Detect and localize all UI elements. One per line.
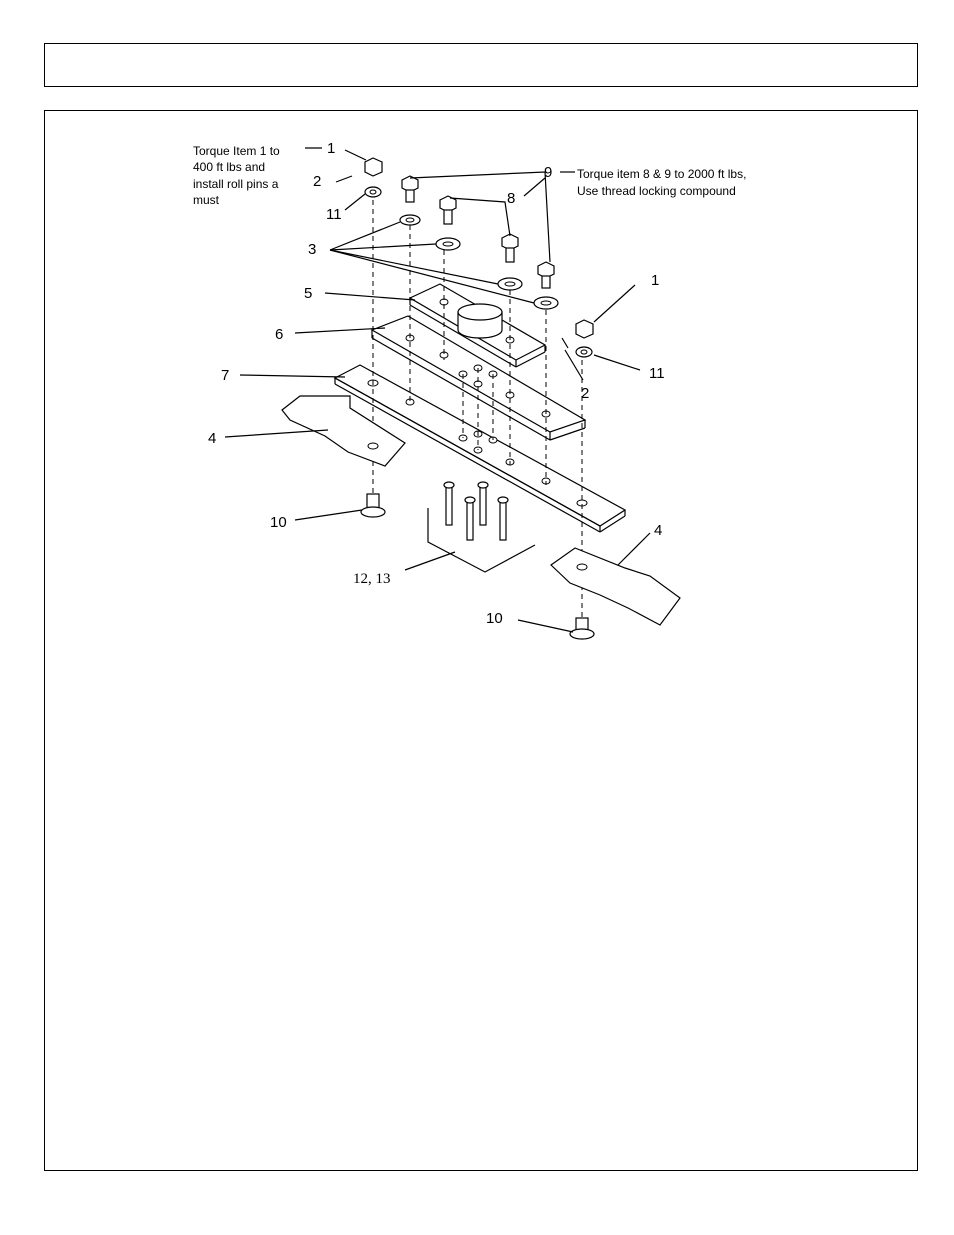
callout-2-right: 2 (581, 385, 589, 402)
callout-10-left: 10 (270, 514, 287, 531)
note-item8-9-line1: Torque item 8 & 9 to 2000 ft lbs, (577, 167, 746, 181)
header-box (44, 43, 918, 87)
washers-3 (399, 214, 559, 310)
note-item1-line1: Torque Item 1 to (193, 144, 280, 158)
blade-right (550, 547, 681, 626)
callout-7: 7 (221, 367, 229, 384)
content-box (44, 110, 918, 1171)
callout-12-13: 12, 13 (353, 571, 391, 587)
blade-bolt-10-left (360, 493, 386, 518)
note-item1-line2: 400 ft lbs and (193, 160, 265, 174)
callout-8: 8 (507, 190, 515, 207)
callout-6: 6 (275, 326, 283, 343)
leader-lines (224, 147, 651, 633)
hub-cylinder (457, 303, 503, 339)
note-item1-line4: must (193, 193, 220, 207)
nut-1-left (364, 157, 383, 198)
callout-11-right: 11 (649, 365, 665, 382)
callout-9: 9 (544, 164, 552, 181)
note-item1-line3: install roll pins a (193, 177, 279, 191)
note-item8-9-line2: Use thread locking compound (577, 184, 736, 198)
blade-bolt-10-right (569, 617, 595, 640)
callout-5: 5 (304, 285, 312, 302)
small-bolts-12-13 (443, 481, 509, 541)
blade-left (281, 395, 406, 467)
callout-3: 3 (308, 241, 316, 258)
callout-10-right: 10 (486, 610, 503, 627)
callout-4-right: 4 (654, 522, 662, 539)
callout-2-left: 2 (313, 173, 321, 190)
bolts-8-9 (401, 175, 555, 289)
callout-4-left: 4 (208, 430, 216, 447)
callout-1-right: 1 (651, 272, 659, 289)
nut-1-right (575, 319, 594, 358)
callout-11-left: 11 (326, 206, 342, 223)
plate-holes (367, 298, 588, 507)
callout-1-left: 1 (327, 140, 335, 157)
